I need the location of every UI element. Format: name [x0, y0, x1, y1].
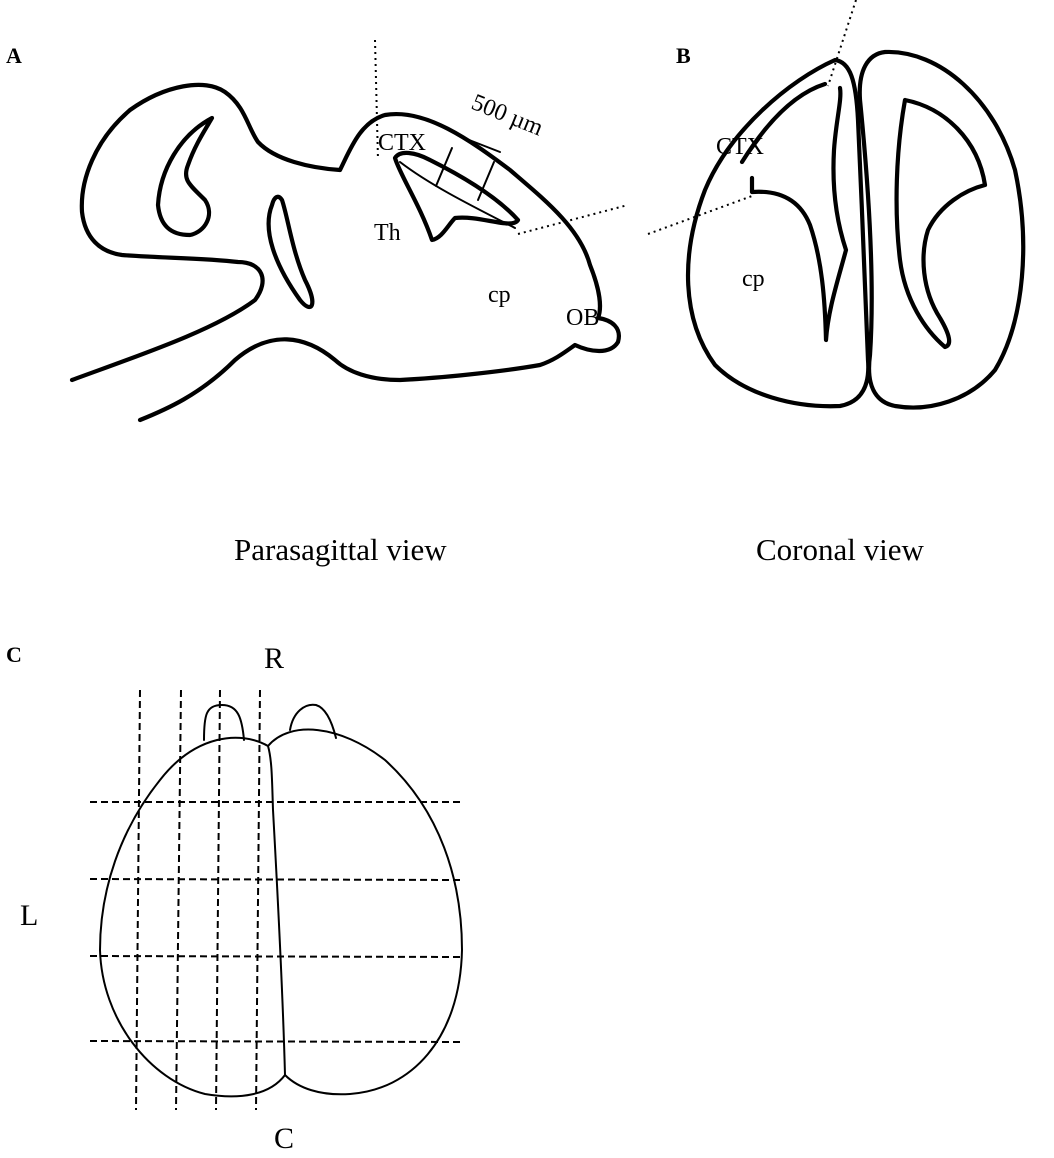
caption-parasagittal: Parasagittal view: [234, 532, 447, 567]
left-hemisphere-inner: [742, 84, 846, 340]
label-th: Th: [374, 220, 401, 246]
axis-label-rostral: R: [264, 642, 284, 675]
grid-line-horizontal-2: [90, 879, 460, 880]
label-cp-a: cp: [488, 282, 511, 308]
panel-a-letter: A: [6, 43, 22, 68]
dorsal-right-hemisphere: [268, 730, 462, 1095]
flexure-inner-loop: [158, 118, 212, 235]
ventricle-slit: [269, 197, 313, 307]
panel-c: C R L C: [6, 642, 462, 1155]
right-hemisphere-ventricle: [897, 100, 985, 347]
right-hemisphere-outline: [860, 52, 1023, 408]
grid-line-vertical-2: [176, 690, 181, 1110]
grid-line-vertical-4: [256, 690, 260, 1110]
grid-line-horizontal-4: [90, 1041, 460, 1042]
label-ctx-b: CTX: [716, 134, 764, 160]
label-ctx-a: CTX: [378, 130, 426, 156]
panel-a: A CTX 500 µm Th cp OB Parasagittal view: [6, 40, 628, 567]
label-ob: OB: [566, 305, 599, 331]
grid-line-horizontal-3: [90, 956, 460, 957]
label-scale: 500 µm: [468, 89, 547, 141]
olfactory-bulb-left: [204, 705, 244, 740]
grid-line-vertical-3: [216, 690, 220, 1110]
axis-label-lateral: L: [20, 899, 38, 932]
measure-line-1: [436, 148, 452, 186]
caption-coronal: Coronal view: [756, 532, 924, 567]
label-cp-b: cp: [742, 266, 765, 292]
grid-line-vertical-1: [136, 690, 140, 1110]
axis-label-caudal: C: [274, 1122, 294, 1155]
panel-b-letter: B: [676, 43, 691, 68]
panel-b: B CTX cp Coronal view: [648, 0, 1023, 567]
panel-c-letter: C: [6, 642, 22, 667]
